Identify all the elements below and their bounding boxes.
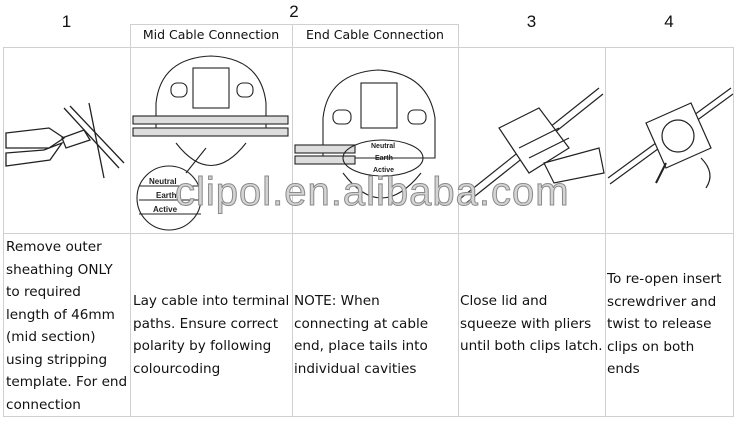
divider <box>605 47 606 417</box>
mid-cable-connection-illustration: Neutral Earth Active <box>132 55 289 231</box>
mid-cable-header: Mid Cable Connection <box>142 27 280 42</box>
divider <box>3 47 4 417</box>
divider <box>3 47 734 48</box>
neutral-label: Neutral <box>149 177 177 186</box>
divider <box>458 24 459 417</box>
step-2-mid-text: Lay cable into terminal paths. Ensure co… <box>133 293 290 377</box>
stripping-pliers-illustration <box>5 102 125 179</box>
closing-lid-illustration <box>460 87 605 205</box>
step-2-number: 2 <box>289 2 299 21</box>
reopen-illustration <box>607 87 733 189</box>
step-2-end-text: NOTE: When connecting at cable end, plac… <box>294 293 429 377</box>
active-label: Active <box>153 205 178 214</box>
end-cable-connection-illustration: Neutral Earth Active <box>294 69 436 199</box>
divider <box>292 24 293 417</box>
divider <box>130 24 458 25</box>
divider <box>733 47 734 417</box>
end-cable-header: End Cable Connection <box>306 27 444 42</box>
step-1-number: 1 <box>61 12 72 31</box>
divider <box>3 416 734 417</box>
neutral-label: Neutral <box>371 143 395 150</box>
step-1-text: Remove outer sheathing ONLY to required … <box>6 239 128 413</box>
earth-label: Earth <box>375 155 393 162</box>
step-3-number: 3 <box>526 12 537 31</box>
step-4-number: 4 <box>664 12 674 31</box>
earth-label: Earth <box>156 191 177 200</box>
watermark: clipol.en.alibaba.com <box>175 170 570 215</box>
divider <box>3 233 734 234</box>
step-3-text: Close lid and squeeze with pliers until … <box>460 293 603 354</box>
divider <box>130 24 131 417</box>
active-label: Active <box>373 167 394 174</box>
step-4-text: To re-open insert screwdriver and twist … <box>607 271 722 377</box>
